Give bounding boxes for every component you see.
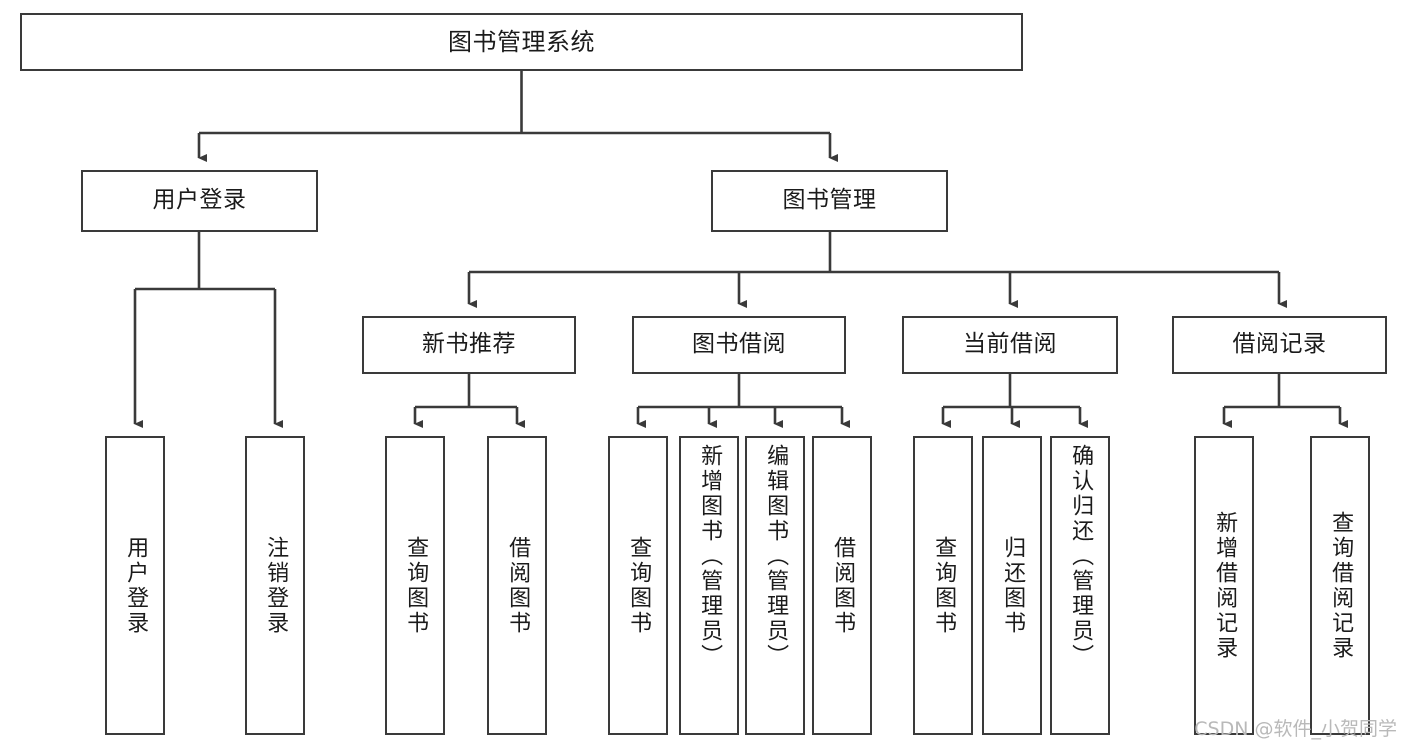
node-leaf-borrow-book[interactable]: 借阅图书 bbox=[812, 436, 872, 735]
node-leaf-query-book-recommend[interactable]: 查询图书 bbox=[385, 436, 445, 735]
node-book-management-label: 图书管理 bbox=[782, 187, 877, 214]
node-new-book-recommend-label: 新书推荐 bbox=[422, 331, 516, 358]
node-user-login[interactable]: 用户登录 bbox=[81, 170, 318, 232]
node-leaf-logout[interactable]: 注销登录 bbox=[245, 436, 305, 735]
node-leaf-return-book[interactable]: 归还图书 bbox=[982, 436, 1042, 735]
node-current-borrow[interactable]: 当前借阅 bbox=[902, 316, 1118, 374]
node-user-login-label: 用户登录 bbox=[152, 187, 247, 214]
node-leaf-return-book-label: 归还图书 bbox=[1000, 535, 1026, 636]
node-leaf-query-book-recommend-label: 查询图书 bbox=[403, 535, 429, 636]
node-root-label: 图书管理系统 bbox=[448, 27, 595, 56]
node-leaf-add-borrow-record-label: 新增借阅记录 bbox=[1212, 510, 1238, 661]
node-book-borrow[interactable]: 图书借阅 bbox=[632, 316, 846, 374]
node-current-borrow-label: 当前借阅 bbox=[963, 331, 1057, 358]
node-leaf-user-login-label: 用户登录 bbox=[123, 535, 149, 636]
node-leaf-add-book-admin-label: 新增图书（管理员） bbox=[697, 444, 723, 669]
node-leaf-query-borrow-record[interactable]: 查询借阅记录 bbox=[1310, 436, 1370, 735]
node-leaf-query-book-borrow-label: 查询图书 bbox=[626, 535, 652, 636]
node-leaf-confirm-return-admin[interactable]: 确认归还（管理员） bbox=[1050, 436, 1110, 735]
node-borrow-record-label: 借阅记录 bbox=[1232, 331, 1327, 358]
node-leaf-edit-book-admin[interactable]: 编辑图书（管理员） bbox=[745, 436, 805, 735]
node-leaf-query-borrow-record-label: 查询借阅记录 bbox=[1328, 510, 1354, 661]
node-leaf-borrow-book-recommend-label: 借阅图书 bbox=[505, 535, 531, 636]
node-leaf-borrow-book-recommend[interactable]: 借阅图书 bbox=[487, 436, 547, 735]
node-book-borrow-label: 图书借阅 bbox=[692, 331, 786, 358]
node-borrow-record[interactable]: 借阅记录 bbox=[1172, 316, 1387, 374]
node-leaf-add-book-admin[interactable]: 新增图书（管理员） bbox=[679, 436, 739, 735]
node-leaf-borrow-book-label: 借阅图书 bbox=[830, 535, 856, 636]
csdn-watermark: CSDN @软件_小贺同学 bbox=[1194, 718, 1397, 740]
node-leaf-query-book-current-label: 查询图书 bbox=[931, 535, 957, 636]
node-leaf-query-book-current[interactable]: 查询图书 bbox=[913, 436, 973, 735]
node-leaf-logout-label: 注销登录 bbox=[263, 535, 289, 636]
node-leaf-confirm-return-admin-label: 确认归还（管理员） bbox=[1068, 444, 1094, 669]
node-book-management[interactable]: 图书管理 bbox=[711, 170, 948, 232]
node-leaf-user-login[interactable]: 用户登录 bbox=[105, 436, 165, 735]
node-new-book-recommend[interactable]: 新书推荐 bbox=[362, 316, 576, 374]
node-root[interactable]: 图书管理系统 bbox=[20, 13, 1023, 71]
node-leaf-edit-book-admin-label: 编辑图书（管理员） bbox=[763, 444, 789, 669]
node-leaf-add-borrow-record[interactable]: 新增借阅记录 bbox=[1194, 436, 1254, 735]
node-leaf-query-book-borrow[interactable]: 查询图书 bbox=[608, 436, 668, 735]
